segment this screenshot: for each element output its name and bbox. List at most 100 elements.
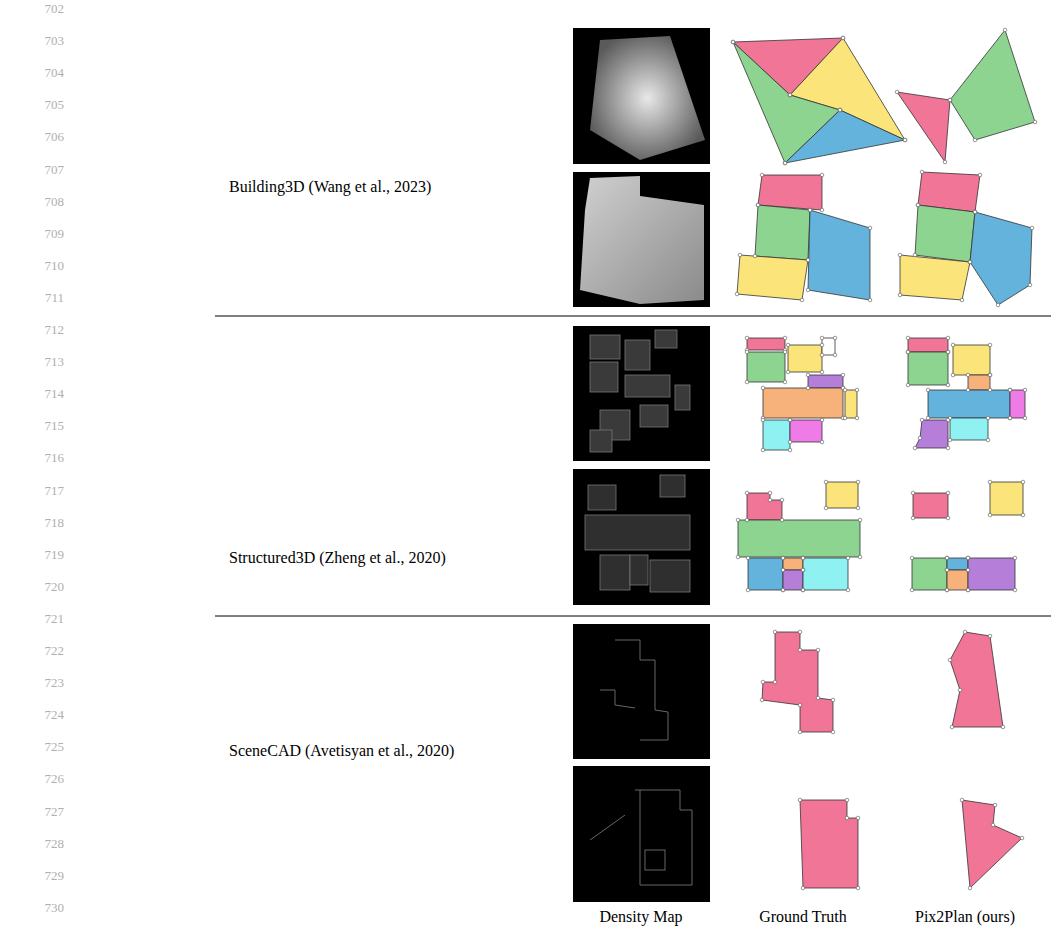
vertex-dot bbox=[951, 343, 955, 347]
vertex-dot bbox=[951, 373, 955, 377]
room-polygon bbox=[747, 338, 785, 350]
vertex-dot bbox=[824, 506, 828, 510]
room-polygon bbox=[915, 205, 975, 262]
vertex-dot bbox=[833, 353, 837, 357]
room-polygon bbox=[900, 255, 970, 300]
vertex-dot bbox=[945, 568, 949, 572]
vertex-dot bbox=[948, 98, 952, 102]
vertex-dot bbox=[946, 350, 950, 354]
vertex-dot bbox=[756, 203, 760, 207]
vertex-dot bbox=[768, 491, 772, 495]
vertex-dot bbox=[736, 518, 740, 522]
vertex-dot bbox=[856, 480, 860, 484]
line-number: 724 bbox=[24, 707, 64, 723]
vertex-dot bbox=[920, 418, 924, 422]
line-number: 705 bbox=[24, 97, 64, 113]
vertex-dot bbox=[986, 438, 990, 442]
vertex-dot bbox=[958, 688, 962, 692]
vertex-dot bbox=[968, 260, 972, 264]
vertex-dot bbox=[945, 556, 949, 560]
vertex-dot bbox=[963, 630, 967, 634]
room-polygon bbox=[968, 558, 1015, 590]
vertex-dot bbox=[781, 556, 785, 560]
vertex-dot bbox=[988, 513, 992, 517]
vertex-dot bbox=[783, 336, 787, 340]
vertex-dot bbox=[838, 108, 842, 112]
line-number: 717 bbox=[24, 483, 64, 499]
vertex-dot bbox=[903, 138, 907, 142]
vertex-dot bbox=[820, 353, 824, 357]
room-polygon bbox=[748, 558, 783, 590]
vertex-dot bbox=[781, 568, 785, 572]
vertex-dot bbox=[960, 798, 964, 802]
vertex-dot bbox=[978, 173, 982, 177]
line-number: 709 bbox=[24, 226, 64, 242]
vertex-dot bbox=[920, 170, 924, 174]
vertex-dot bbox=[781, 568, 785, 572]
vertex-dot bbox=[988, 373, 992, 377]
vertex-dot bbox=[988, 343, 992, 347]
vertex-dot bbox=[761, 680, 765, 684]
vertex-dot bbox=[1008, 416, 1012, 420]
line-number: 706 bbox=[24, 129, 64, 145]
room-polygon bbox=[788, 345, 822, 372]
vertex-dot bbox=[1001, 725, 1005, 729]
vertex-dot bbox=[926, 416, 930, 420]
vertex-dot bbox=[760, 698, 764, 702]
vertex-dot bbox=[948, 98, 952, 102]
vertex-dot bbox=[806, 373, 810, 377]
vertex-dot bbox=[1033, 120, 1037, 124]
vertex-dot bbox=[846, 588, 850, 592]
vertex-dot bbox=[945, 556, 949, 560]
vertex-dot bbox=[858, 518, 862, 522]
vertex-dot bbox=[846, 556, 850, 560]
vertex-dot bbox=[801, 556, 805, 560]
room-polygon bbox=[747, 493, 782, 520]
vertex-dot bbox=[745, 380, 749, 384]
vertex-dot bbox=[1030, 226, 1034, 230]
room-polygon bbox=[947, 570, 968, 590]
vertex-dot bbox=[735, 292, 739, 296]
vertex-dot bbox=[946, 383, 950, 387]
vertex-dot bbox=[910, 588, 914, 592]
vertex-dot bbox=[820, 173, 824, 177]
vertex-dot bbox=[760, 173, 764, 177]
line-number: 715 bbox=[24, 418, 64, 434]
vertex-dot bbox=[858, 555, 862, 559]
room-polygon bbox=[962, 800, 1022, 888]
room-polygon bbox=[953, 345, 990, 375]
vertex-dot bbox=[946, 446, 950, 450]
vertex-dot bbox=[945, 568, 949, 572]
vertex-dot bbox=[783, 350, 787, 354]
vertex-dot bbox=[746, 556, 750, 560]
floorplan-polygons bbox=[731, 28, 1037, 890]
room-polygon bbox=[913, 493, 948, 518]
dataset-name: Structured3D (Zheng et al., 2020) bbox=[229, 549, 446, 567]
vertex-dot bbox=[808, 208, 812, 212]
vertex-dot bbox=[838, 108, 842, 112]
line-number: 723 bbox=[24, 675, 64, 691]
vertex-dot bbox=[773, 680, 777, 684]
vertex-dot bbox=[806, 258, 810, 262]
vertex-dot bbox=[1013, 556, 1017, 560]
vertex-dot bbox=[746, 588, 750, 592]
vertex-dot bbox=[806, 288, 810, 292]
vertex-dot bbox=[801, 588, 805, 592]
line-number: 730 bbox=[24, 900, 64, 916]
vertex-dot bbox=[798, 648, 802, 652]
vertex-dot bbox=[788, 418, 792, 422]
vertex-dot bbox=[946, 418, 950, 422]
vertex-dot bbox=[868, 298, 872, 302]
line-number: 718 bbox=[24, 515, 64, 531]
line-number: 713 bbox=[24, 354, 64, 370]
vertex-dot bbox=[808, 208, 812, 212]
vertex-dot bbox=[831, 698, 835, 702]
line-number: 729 bbox=[24, 868, 64, 884]
line-number: 725 bbox=[24, 739, 64, 755]
vertex-dot bbox=[960, 298, 964, 302]
vertex-dot bbox=[906, 336, 910, 340]
vertex-dot bbox=[968, 886, 972, 890]
vertex-dot bbox=[1020, 836, 1024, 840]
room-polygon bbox=[755, 205, 810, 260]
